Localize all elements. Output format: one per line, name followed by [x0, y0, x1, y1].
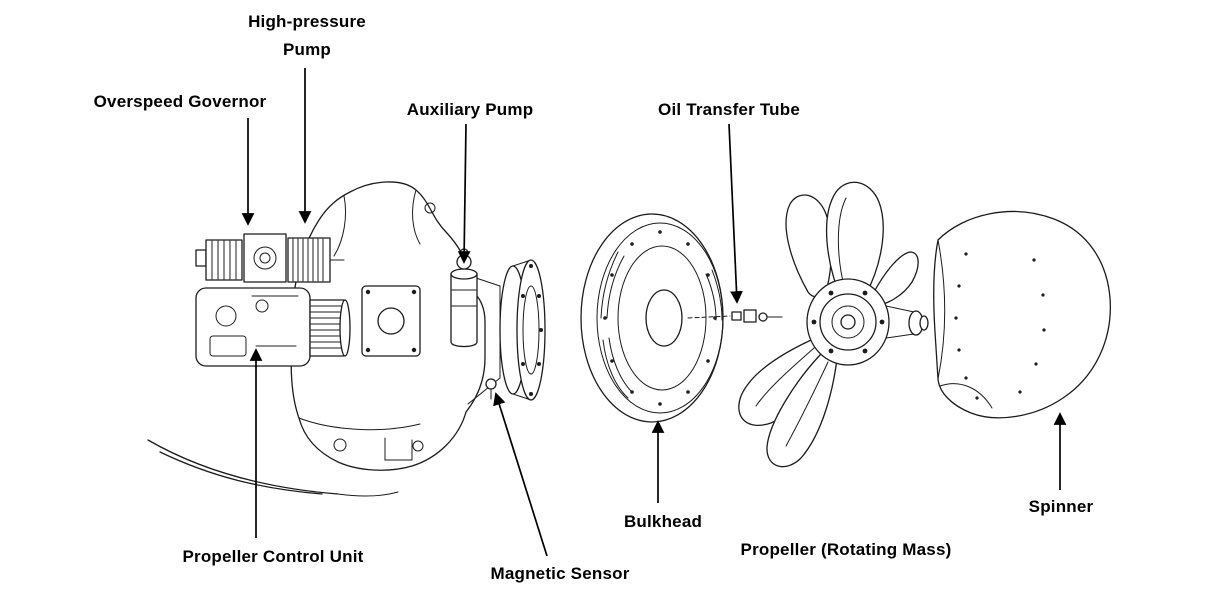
gearbox-illustration — [147, 181, 546, 497]
magnetic-sensor-illustration — [485, 378, 497, 400]
auxiliary-pump-illustration — [450, 248, 478, 348]
oil-transfer-tube-illustration — [687, 309, 783, 323]
label-high-pressure-pump-line1: High-pressure — [248, 12, 366, 31]
bulkhead-illustration — [580, 213, 724, 423]
label-propeller-rotating-mass: Propeller (Rotating Mass) — [740, 540, 952, 559]
label-high-pressure-pump: High-pressure Pump — [248, 8, 366, 64]
label-overspeed-governor: Overspeed Governor — [93, 92, 267, 111]
label-propeller-control-unit: Propeller Control Unit — [182, 547, 364, 566]
label-magnetic-sensor: Magnetic Sensor — [490, 564, 630, 583]
spinner-illustration — [933, 210, 1111, 419]
arrow-magnetic-sensor — [493, 392, 548, 557]
propeller-illustration — [738, 181, 929, 468]
label-spinner: Spinner — [1028, 497, 1094, 516]
propeller-control-unit-illustration — [195, 287, 351, 367]
label-auxiliary-pump: Auxiliary Pump — [406, 100, 534, 119]
arrow-oil-transfer-tube — [728, 123, 743, 304]
label-high-pressure-pump-line2: Pump — [282, 40, 332, 59]
label-oil-transfer-tube: Oil Transfer Tube — [658, 100, 800, 119]
overspeed-governor-illustration — [195, 233, 345, 283]
arrow-auxiliary-pump — [457, 123, 471, 264]
label-bulkhead: Bulkhead — [623, 512, 703, 531]
